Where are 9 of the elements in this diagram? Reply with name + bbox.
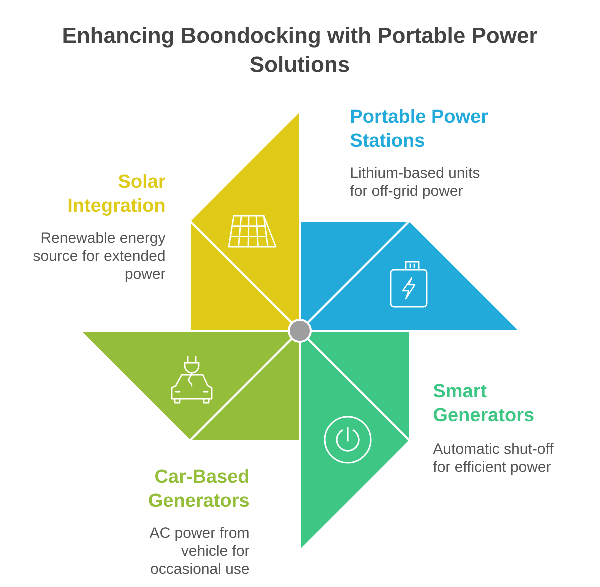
heading: Car-Based Generators <box>149 469 250 508</box>
description: AC power from vehicle for occasional use <box>150 527 250 574</box>
heading: Smart Generators <box>434 384 534 422</box>
title: Enhancing Boondocking with Portable Power Solutions <box>64 27 538 72</box>
description: Renewable energy source for extended power <box>34 232 166 282</box>
heading: Solar Integration <box>68 174 166 216</box>
heading: Portable Power Stations <box>350 109 488 148</box>
description: Lithium-based units for off-grid power <box>350 167 480 200</box>
description: Automatic shut-off for efficient power <box>433 443 554 476</box>
